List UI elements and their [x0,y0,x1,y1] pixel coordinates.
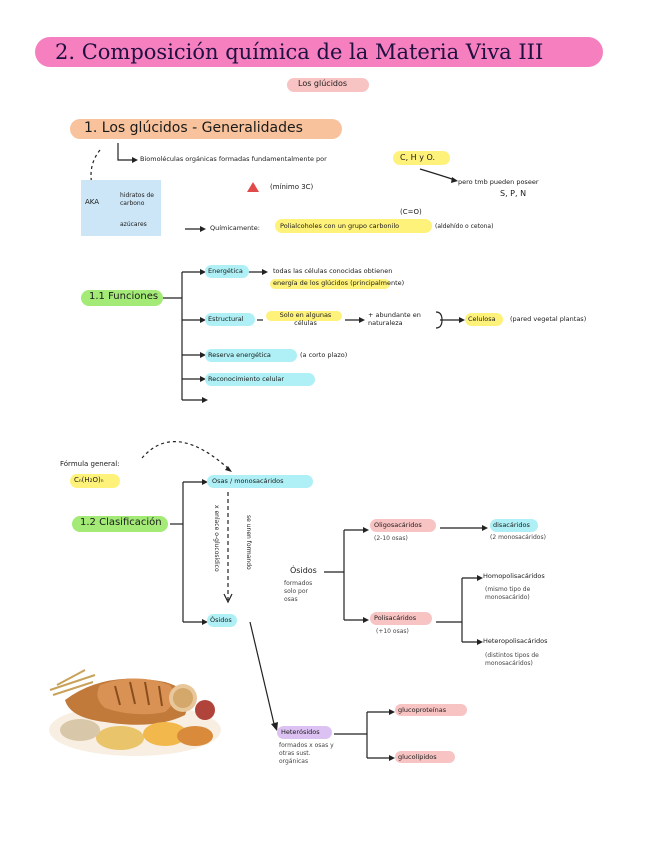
aka-item-azucares: azúcares [120,221,147,228]
estructural-desc: Solo en algunas células [279,311,332,328]
polisacaridos-note: (+10 osas) [376,628,409,635]
disacaridos-highlight [490,519,538,532]
estructural-highlight [205,313,255,326]
def-elements-highlight [393,151,450,165]
disacaridos-label: disacáridos [493,521,530,529]
energetica-desc-highlight [270,279,390,289]
clasificacion-heading-highlight [72,516,168,532]
formula-value: Cₙ(H₂O)ₙ [74,476,104,484]
extra-elements-text: pero tmb pueden poseer [458,178,539,186]
page-title: 2. Composición química de la Materia Viv… [55,40,544,64]
vertical-note-2: x enlace o-glucosídico [212,505,220,572]
quimica-highlight [275,219,432,233]
funciones-heading: 1.1 Funciones [89,291,159,302]
polisacaridos-highlight [370,612,432,625]
osas-label: Osas / monosacáridos [212,477,284,485]
osidos-branch-label: Ósidos [210,616,232,624]
funciones-heading-highlight [81,290,163,306]
energetica-highlight [205,265,249,278]
oligosacaridos-label: Oligosacáridos [374,521,422,529]
warning-triangle-icon [247,182,259,192]
section1-heading-highlight [70,119,342,139]
glucoproteinas-highlight [395,704,467,716]
carbohydrate-foods-illustration [49,669,221,756]
disacaridos-note: (2 monosacáridos) [490,534,546,541]
quimica-label: Químicamente: [210,224,260,232]
page-subtitle: Los glúcidos [298,79,348,88]
heteropolisacaridos-note: (distintos tipos de monosacáridos) [485,652,539,667]
extra-elements: S, P, N [500,189,527,198]
glucolipidos-label: glucolípidos [398,753,437,761]
oligosacaridos-note: (2-10 osas) [374,535,408,542]
homopolisacaridos-note: (mismo tipo de monosacárido) [485,586,531,601]
energetica-desc-2: energía de los glúcidos (principalmente) [273,279,405,287]
formula-highlight [70,474,120,488]
reconocimiento-label: Reconocimiento celular [208,375,285,383]
carbonyl-formula: (C=O) [400,208,422,216]
heteropolisacaridos-label: Heteropolisacáridos [483,637,548,645]
aka-label: AKA [85,198,100,206]
reserva-highlight [205,349,297,362]
quimica-note: (aldehído o cetona) [435,223,494,230]
subtitle-highlight [287,78,369,92]
definition-text: Biomoléculas orgánicas formadas fundamen… [140,155,327,163]
osidos-highlight [207,614,237,627]
reserva-note: (a corto plazo) [300,351,348,359]
celulosa-highlight [465,313,503,326]
aka-box [81,180,161,236]
heterosidos-highlight [277,726,332,739]
glucolipidos-highlight [395,751,455,763]
heterosidos-desc: formados x osas y otras sust. orgánicas [279,742,334,765]
homopolisacaridos-label: Homopolisacáridos [483,572,545,580]
osidos-desc: formados solo por osas [284,580,313,603]
glucoproteinas-label: glucoproteínas [398,706,447,714]
celulosa-label: Celulosa [468,315,496,323]
vertical-note-1: se unen formando [244,515,252,570]
oligosacaridos-highlight [370,519,436,532]
osidos-title: Ósidos [290,566,317,575]
celulosa-note: (pared vegetal plantas) [510,315,587,323]
aka-item-hidratos: hidratos de carbono [120,192,154,207]
abundante-text: + abundante en naturaleza [368,311,421,328]
definition-elements: C, H y O. [400,153,436,162]
energetica-label: Energética [208,267,243,275]
estructural-desc-highlight [266,311,342,321]
reconocimiento-highlight [205,373,315,386]
osas-highlight [207,475,313,488]
reserva-label: Reserva energética [208,351,271,359]
estructural-label: Estructural [208,315,244,323]
formula-label: Fórmula general: [60,460,120,468]
energetica-desc-1: todas las células conocidas obtienen [273,267,393,275]
quimica-text: Polialcoholes con un grupo carbonilo [280,222,400,230]
title-highlight [35,37,603,67]
minimo-text: (mínimo 3C) [270,183,314,191]
clasificacion-heading: 1.2 Clasificación [80,517,162,528]
polisacaridos-label: Polisacáridos [374,614,417,622]
heterosidos-label: Heterósidos [281,728,320,736]
section1-heading: 1. Los glúcidos - Generalidades [84,120,303,136]
